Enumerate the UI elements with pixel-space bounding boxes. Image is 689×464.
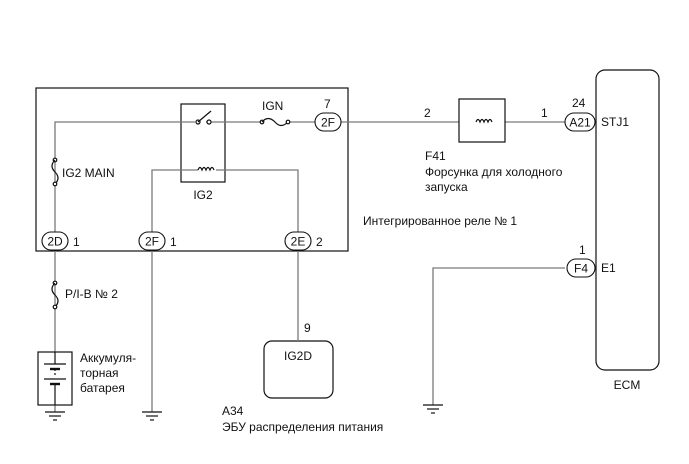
pin-number: 2 xyxy=(316,235,323,249)
fuse-ig2-main-icon xyxy=(51,157,59,187)
ground-icon xyxy=(423,404,443,414)
ecm-box xyxy=(595,69,660,371)
pin-number: 1 xyxy=(170,235,177,249)
connector-2d: 2D xyxy=(41,231,69,251)
fuse-ig2-main-label: IG2 MAIN xyxy=(62,166,115,180)
pin-number: 24 xyxy=(572,96,586,110)
pin-number: 9 xyxy=(304,321,311,335)
ecm-terminal-e1: E1 xyxy=(601,261,616,275)
connector-a21: A21 xyxy=(564,112,596,132)
ecm-terminal-stj1: STJ1 xyxy=(601,115,629,129)
fuse-ign-label: IGN xyxy=(262,99,283,113)
ecu-name: ЭБУ распределения питания xyxy=(222,420,383,434)
ecm-name: ECM xyxy=(614,378,641,392)
svg-text:2D: 2D xyxy=(47,235,63,249)
pin-number: 1 xyxy=(73,235,80,249)
injector-name-line1: Форсунка для холодного xyxy=(425,165,563,179)
fuse-pib-label: P/I-B № 2 xyxy=(65,287,118,301)
ground-icon xyxy=(45,411,65,421)
pin-number: 1 xyxy=(541,106,548,120)
svg-text:F4: F4 xyxy=(574,262,588,276)
injector-ref: F41 xyxy=(425,149,446,163)
battery-label-line2: торная xyxy=(80,366,119,380)
connector-2f-out: 2F xyxy=(314,112,342,132)
ecu-box-label: IG2D xyxy=(284,349,312,363)
injector-name-line2: запуска xyxy=(425,180,468,194)
battery-icon xyxy=(37,351,73,406)
pin-number: 1 xyxy=(579,243,586,257)
integrated-relay-box xyxy=(35,87,349,252)
connector-2f-in: 2F xyxy=(138,231,166,251)
relay-coil-icon xyxy=(197,166,215,172)
svg-text:2F: 2F xyxy=(145,235,159,249)
connector-2e: 2E xyxy=(284,231,312,251)
wire-f4-to-ground xyxy=(432,267,565,405)
fuse-ign-icon xyxy=(259,117,291,127)
injector-f41-box xyxy=(458,98,506,143)
integrated-relay-title: Интегрированное реле № 1 xyxy=(363,214,517,228)
relay-switch-icon xyxy=(195,110,212,125)
pin-number: 2 xyxy=(424,106,431,120)
wire-2f-in-to-relay-coil xyxy=(151,169,299,232)
wire-main xyxy=(54,121,565,232)
ground-icon xyxy=(142,411,162,421)
svg-text:2F: 2F xyxy=(321,116,335,130)
ecu-ref: A34 xyxy=(222,404,244,418)
battery-label-line3: батарея xyxy=(80,381,125,395)
fuse-pib-icon xyxy=(51,280,59,310)
relay-ig2-box xyxy=(180,103,226,183)
battery-label-line1: Аккумуля- xyxy=(80,351,136,365)
connector-f4: F4 xyxy=(566,258,596,278)
svg-text:A21: A21 xyxy=(569,116,591,130)
relay-ig2-label: IG2 xyxy=(193,188,213,202)
injector-coil-icon xyxy=(475,118,493,124)
svg-text:2E: 2E xyxy=(291,235,306,249)
pin-number: 7 xyxy=(324,97,331,111)
